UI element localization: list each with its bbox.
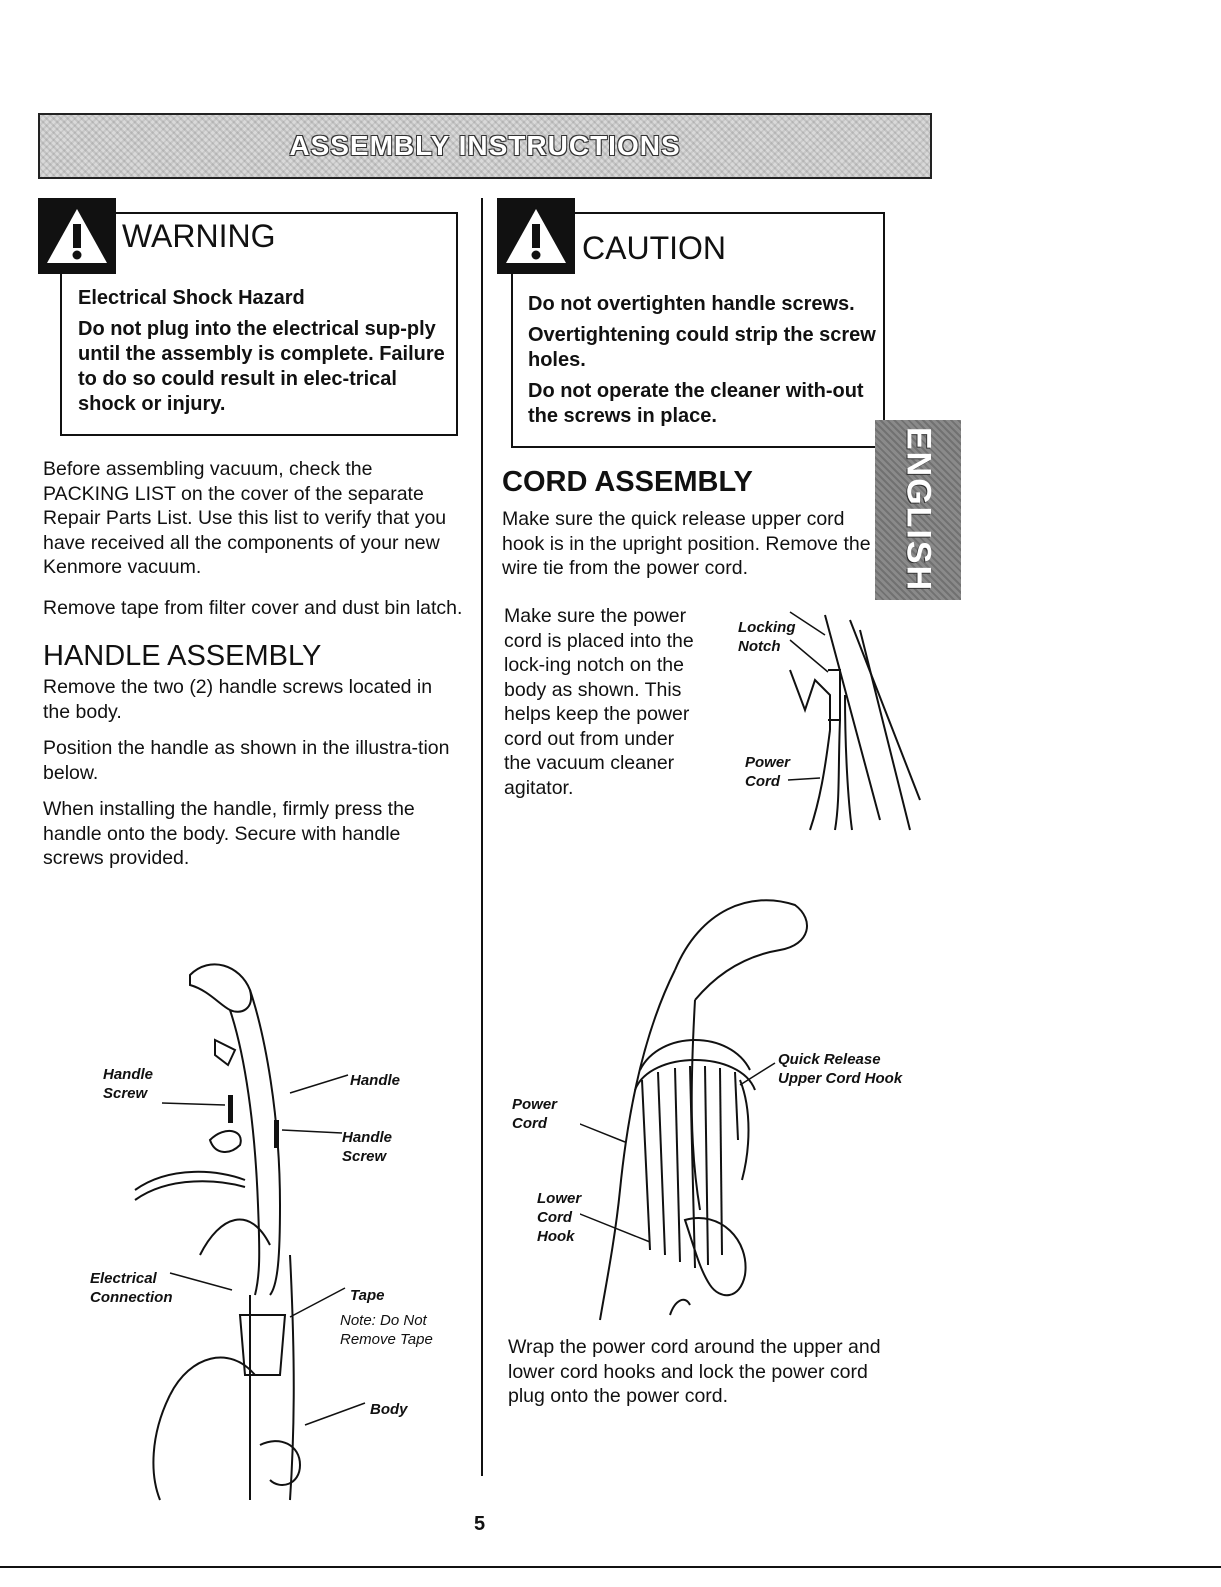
cord-paragraph-2-wrap: Make sure the power cord is placed into … [504, 604, 704, 800]
tape-paragraph: Remove tape from filter cover and dust b… [43, 596, 463, 619]
label-lower-cord-hook: Lower Cord Hook [537, 1190, 582, 1245]
cord-assembly-heading: CORD ASSEMBLY [502, 466, 753, 498]
label-handle-screw-left: Handle Screw [103, 1066, 154, 1102]
handle-paragraph-2: Position the handle as shown in the illu… [43, 737, 450, 784]
caution-icon-badge [497, 198, 575, 274]
label-power-cord-large: Power Cord [512, 1096, 558, 1132]
label-tape-note: Note: Do Not Remove Tape [340, 1312, 433, 1348]
warning-triangle-icon [47, 209, 107, 263]
caution-line-3: Do not operate the cleaner with-out the … [528, 380, 864, 427]
bottom-rule [0, 1566, 1221, 1568]
cord-paragraph-3: Wrap the power cord around the upper and… [508, 1336, 881, 1407]
caution-text: Do not overtighten handle screws. Overti… [528, 292, 878, 435]
warning-box [60, 212, 458, 436]
language-tab: ENGLISH [875, 420, 961, 600]
page-title: ASSEMBLY INSTRUCTIONS [289, 130, 681, 161]
left-column: Before assembling vacuum, check the PACK… [43, 457, 463, 871]
locking-notch-illustration [787, 611, 921, 831]
label-handle-screw-right: Handle Screw [342, 1129, 393, 1165]
label-power-cord-small: Power Cord [745, 754, 791, 790]
cord-paragraph-3-wrap: Wrap the power cord around the upper and… [508, 1335, 908, 1409]
warning-title: WARNING [122, 218, 276, 254]
page-number: 5 [474, 1513, 486, 1535]
cord-wrap-illustration [580, 899, 808, 1321]
warning-icon-badge [38, 198, 116, 274]
warning-text: Electrical Shock Hazard Do not plug into… [78, 286, 448, 423]
label-locking-notch: Locking Notch [738, 619, 796, 655]
caution-triangle-icon [506, 209, 566, 263]
caution-line-2: Overtightening could strip the screw hol… [528, 324, 876, 371]
warning-line-2: Do not plug into the electrical sup-ply … [78, 318, 445, 415]
cord-section: CORD ASSEMBLY Make sure the quick releas… [502, 466, 882, 581]
caution-line-1: Do not overtighten handle screws. [528, 293, 855, 315]
warning-line-1: Electrical Shock Hazard [78, 287, 305, 309]
label-handle: Handle [350, 1072, 401, 1089]
cord-paragraph-2: Make sure the power cord is placed into … [504, 605, 694, 799]
label-electrical-connection: Electrical Connection [90, 1270, 173, 1306]
label-tape: Tape [350, 1287, 385, 1304]
handle-assembly-heading: HANDLE ASSEMBLY [43, 640, 322, 672]
language-tab-label: ENGLISH [899, 427, 938, 593]
header-banner: ASSEMBLY INSTRUCTIONS [38, 113, 932, 179]
label-body: Body [370, 1401, 408, 1418]
caution-title: CAUTION [582, 230, 726, 266]
intro-paragraph: Before assembling vacuum, check the PACK… [43, 458, 447, 578]
handle-paragraph-1: Remove the two (2) handle screws located… [43, 676, 433, 723]
handle-assembly-illustration [134, 963, 366, 1501]
column-divider [481, 198, 483, 1476]
label-quick-release: Quick Release Upper Cord Hook [778, 1051, 903, 1087]
cord-paragraph-1: Make sure the quick release upper cord h… [502, 508, 871, 579]
handle-paragraph-3: When installing the handle, firmly press… [43, 798, 415, 869]
